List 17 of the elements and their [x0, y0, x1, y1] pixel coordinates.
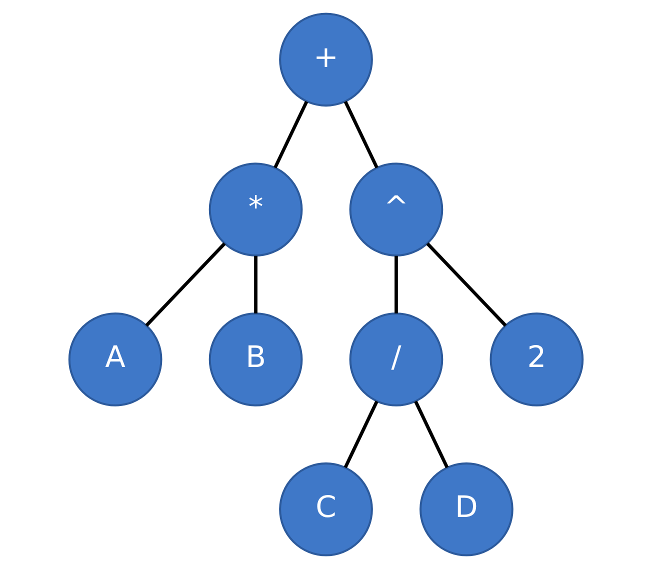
- node-circle: /: [349, 312, 444, 406]
- connector: [426, 242, 507, 327]
- connector: [394, 256, 398, 314]
- connector: [254, 256, 258, 314]
- node-circle: D: [420, 462, 514, 556]
- node-circle: *: [208, 162, 303, 256]
- node-circle: C: [279, 462, 373, 556]
- node-circle: A: [68, 312, 162, 406]
- node-circle: 2: [490, 312, 584, 406]
- connector: [274, 100, 308, 168]
- connector: [414, 400, 449, 468]
- node-circle: B: [208, 312, 303, 406]
- connector: [145, 242, 226, 327]
- node-circle: +: [279, 12, 373, 107]
- connector: [344, 100, 378, 168]
- node-circle: ^: [349, 162, 444, 256]
- connector: [344, 400, 378, 468]
